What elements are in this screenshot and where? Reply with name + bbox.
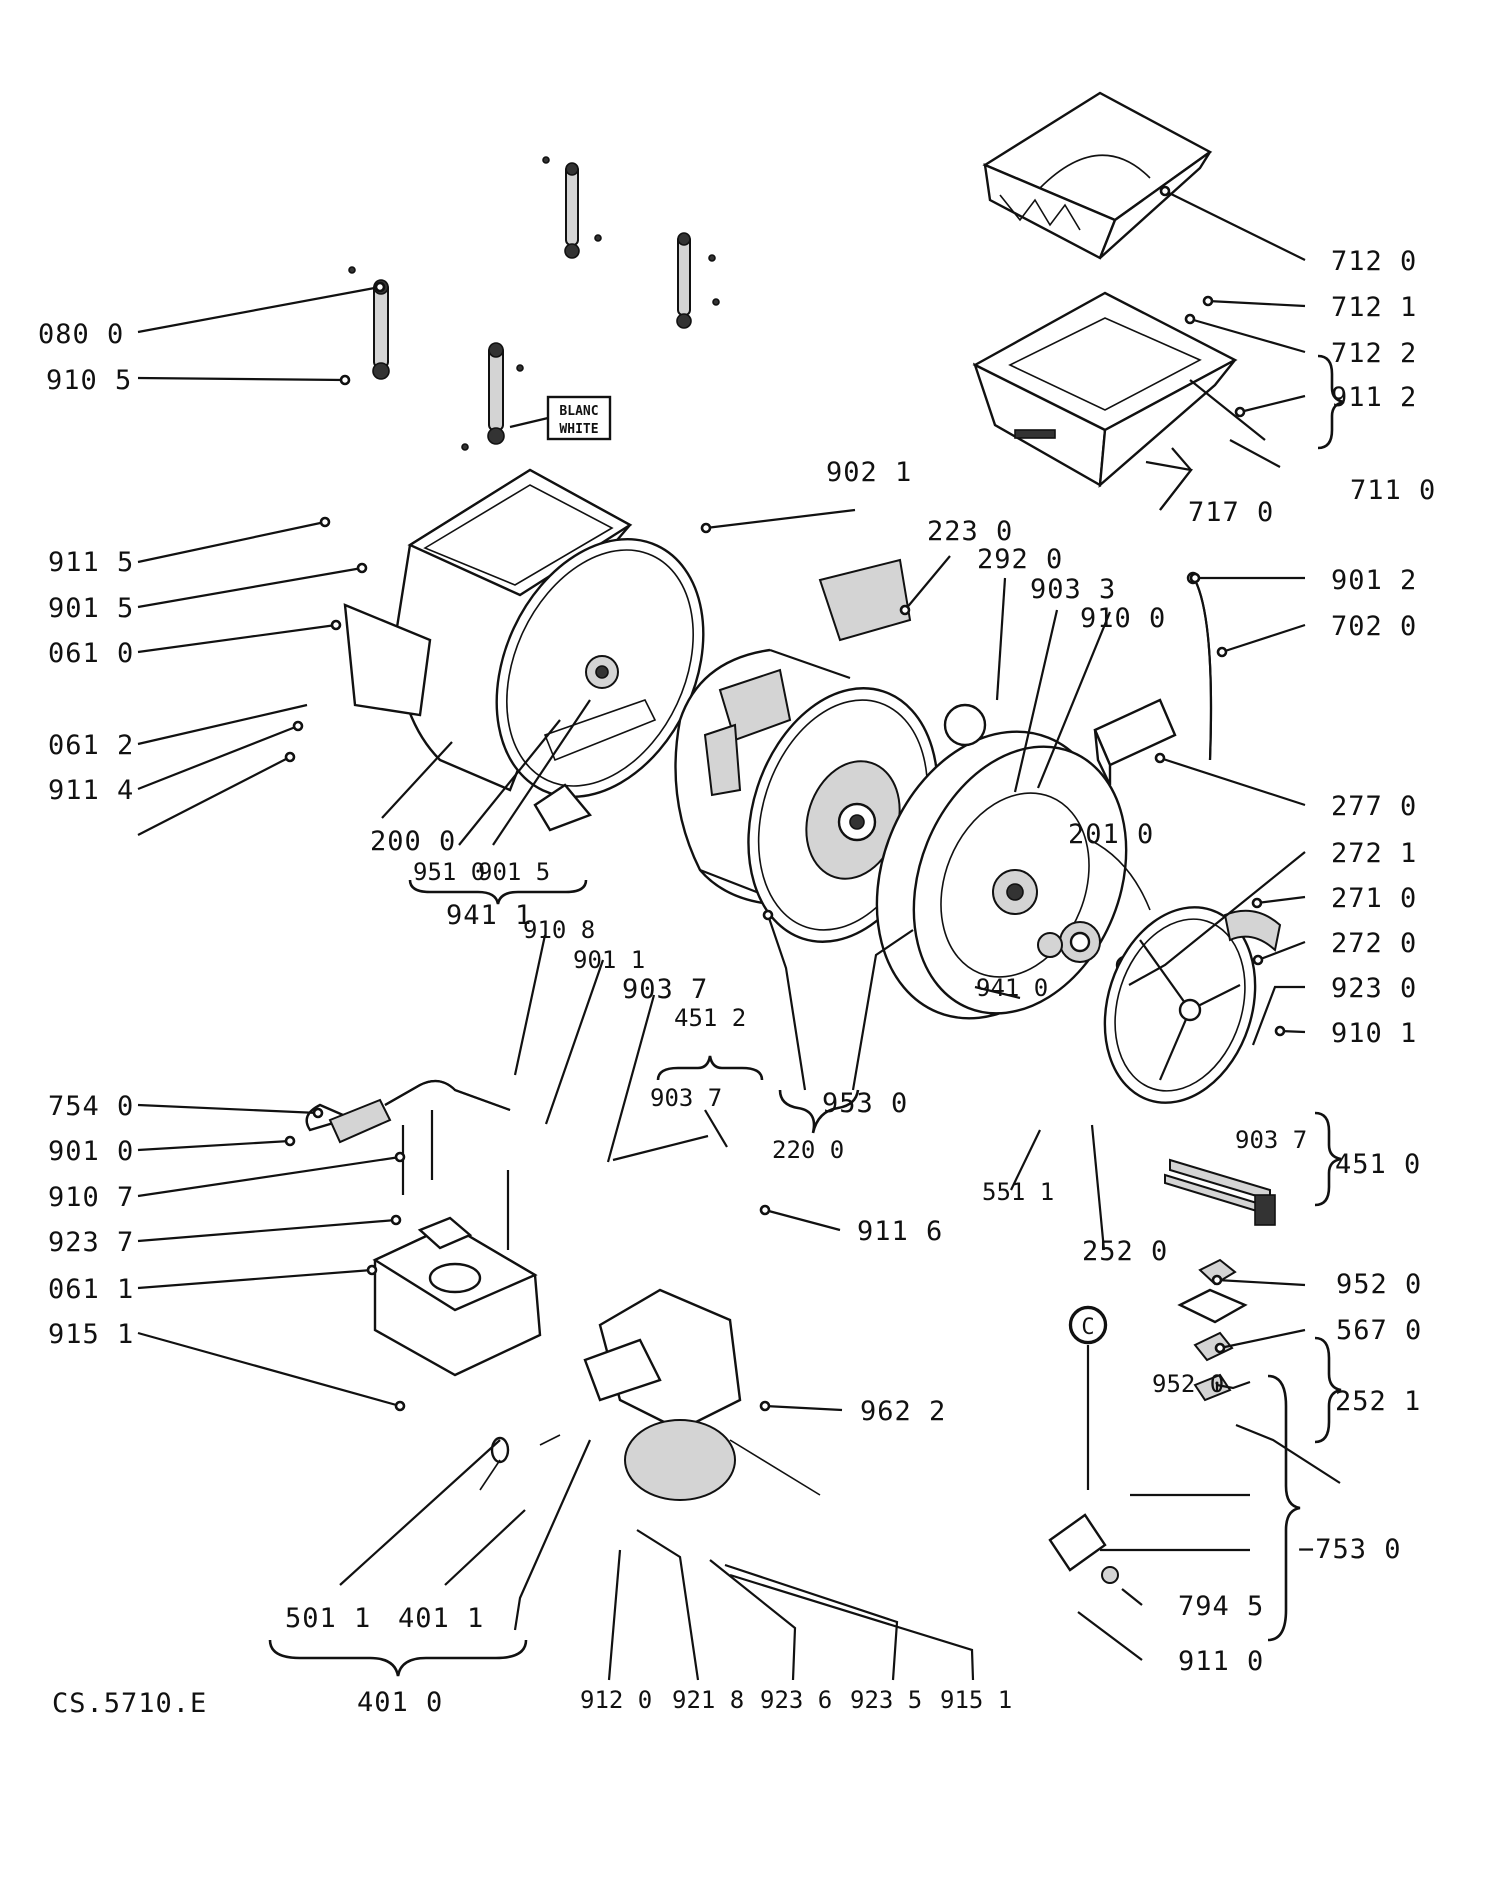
- label-941-0: 941 0: [976, 974, 1048, 1002]
- badge-line2: WHITE: [559, 422, 598, 437]
- label-277-0: 277 0: [1331, 791, 1417, 822]
- label-712-2: 712 2: [1331, 338, 1417, 369]
- label-951-0: 951 0: [413, 858, 485, 886]
- document-code: CS.5710.E: [52, 1688, 207, 1719]
- label-903-7-b: 903 7: [650, 1084, 722, 1112]
- label-272-1: 272 1: [1331, 838, 1417, 869]
- label-962-2: 962 2: [860, 1396, 946, 1427]
- label-292-0: 292 0: [977, 544, 1063, 575]
- label-061-1: 061 1: [48, 1274, 134, 1305]
- label-911-6: 911 6: [857, 1216, 943, 1247]
- drawer-housing: [972, 291, 1238, 488]
- label-903-3: 903 3: [1030, 574, 1116, 605]
- label-252-0: 252 0: [1082, 1236, 1168, 1267]
- leader-lines: [137, 190, 1341, 1681]
- label-912-0: 912 0: [580, 1686, 652, 1714]
- tub-front-half: [875, 703, 1151, 1020]
- label-401-1: 401 1: [398, 1603, 484, 1634]
- grouping-braces: [268, 354, 1345, 1677]
- label-080-0: 080 0: [38, 319, 124, 350]
- base-and-pump: [305, 1079, 821, 1501]
- label-794-5: 794 5: [1178, 1591, 1264, 1622]
- label-223-0: 223 0: [927, 516, 1013, 547]
- label-901-5-b: 901 5: [478, 858, 550, 886]
- label-712-0: 712 0: [1331, 246, 1417, 277]
- label-201-0: 201 0: [1068, 819, 1154, 850]
- label-915-1-b: 915 1: [940, 1686, 1012, 1714]
- front-cover: [1103, 906, 1282, 1104]
- label-910-8: 910 8: [523, 916, 595, 944]
- label-910-1: 910 1: [1331, 1018, 1417, 1049]
- label-272-0: 272 0: [1331, 928, 1417, 959]
- label-252-1: 252 1: [1335, 1386, 1421, 1417]
- label-921-8: 921 8: [672, 1686, 744, 1714]
- label-910-5: 910 5: [46, 365, 132, 396]
- hose-and-pressure-switch: [818, 558, 1213, 786]
- label-903-7: 903 7: [622, 974, 708, 1005]
- label-911-0: 911 0: [1178, 1646, 1264, 1677]
- label-903-7-c: 903 7: [1235, 1126, 1307, 1154]
- circle-marker-letter: C: [1081, 1315, 1094, 1340]
- label-923-0: 923 0: [1331, 973, 1417, 1004]
- label-911-4: 911 4: [48, 775, 134, 806]
- label-911-5: 911 5: [48, 547, 134, 578]
- label-501-1: 501 1: [285, 1603, 371, 1634]
- label-271-0: 271 0: [1331, 883, 1417, 914]
- label-451-0: 451 0: [1335, 1149, 1421, 1180]
- detergent-drawer: [982, 91, 1213, 260]
- label-901-1: 901 1: [573, 946, 645, 974]
- label-901-0: 901 0: [48, 1136, 134, 1167]
- label-200-0: 200 0: [370, 826, 456, 857]
- label-702-0: 702 0: [1331, 611, 1417, 642]
- label-952-0: 952 0: [1336, 1269, 1422, 1300]
- label-567-0: 567 0: [1336, 1315, 1422, 1346]
- label-941-1: 941 1: [446, 900, 532, 931]
- label-754-0: 754 0: [48, 1091, 134, 1122]
- label-901-2: 901 2: [1331, 565, 1417, 596]
- leader-points: [284, 185, 1286, 1412]
- shock-absorbers: [348, 156, 720, 451]
- label-061-2: 061 2: [48, 730, 134, 761]
- label-451-2: 451 2: [674, 1004, 746, 1032]
- label-901-5: 901 5: [48, 593, 134, 624]
- label-712-1: 712 1: [1331, 292, 1417, 323]
- label-952-0-b: 952 0: [1152, 1370, 1224, 1398]
- label-551-1: 551 1: [982, 1178, 1054, 1206]
- label-753-0: −753 0: [1298, 1534, 1402, 1565]
- label-902-1: 902 1: [826, 457, 912, 488]
- label-915-1: 915 1: [48, 1319, 134, 1350]
- label-401-0: 401 0: [357, 1687, 443, 1718]
- label-953-0: 953 0: [822, 1088, 908, 1119]
- label-910-0: 910 0: [1080, 603, 1166, 634]
- label-911-2: 911 2: [1331, 382, 1417, 413]
- circle-marker: C: [1069, 1306, 1107, 1344]
- part-labels: 080 0 910 5 911 5 901 5 061 0 061 2 911 …: [38, 246, 1436, 1719]
- label-711-0: 711 0: [1350, 475, 1436, 506]
- color-badge: BLANC WHITE: [509, 395, 612, 441]
- badge-line1: BLANC: [559, 404, 598, 419]
- tub-rear-half: [343, 468, 705, 832]
- door-lock-assembly: [1048, 1258, 1248, 1584]
- label-717-0: 717 0: [1188, 497, 1274, 528]
- heater-element: [1164, 1158, 1276, 1226]
- label-923-6: 923 6: [760, 1686, 832, 1714]
- label-061-0: 061 0: [48, 638, 134, 669]
- label-910-7: 910 7: [48, 1182, 134, 1213]
- label-220-0: 220 0: [772, 1136, 844, 1164]
- label-923-7: 923 7: [48, 1227, 134, 1258]
- label-923-5: 923 5: [850, 1686, 922, 1714]
